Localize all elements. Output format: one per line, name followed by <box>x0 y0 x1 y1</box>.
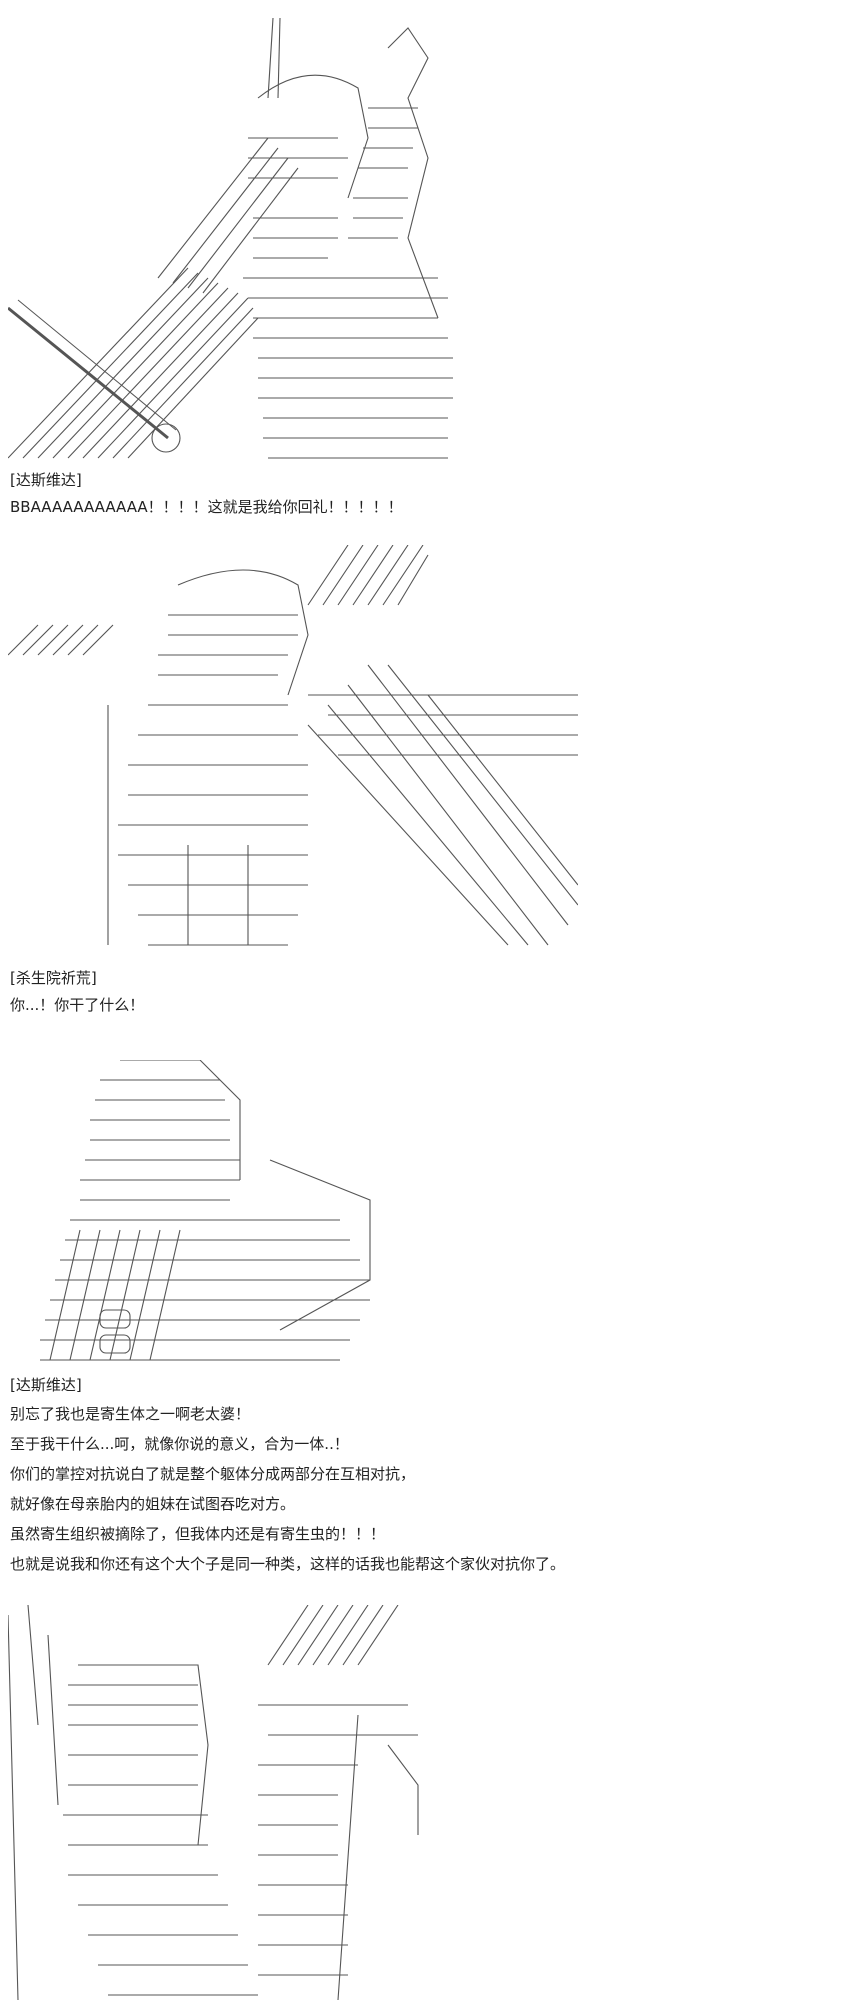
art-left-figure <box>8 1605 258 2000</box>
speaker-label: [达斯维达] <box>10 1376 82 1394</box>
dialogue-line: 虽然寄生组织被摘除了，但我体内还是有寄生虫的！！！ <box>10 1525 386 1543</box>
speaker-label: [杀生院祈荒] <box>10 969 97 987</box>
dialogue-line: BBAAAAAAAAAAA！！！！这就是我给你回礼！！！！！ <box>10 498 403 516</box>
ascii-art-giant-figure <box>8 1605 423 2000</box>
art-figure <box>243 18 453 459</box>
art-right-figure <box>258 1605 419 2000</box>
speaker-label: [达斯维达] <box>10 471 82 489</box>
dialogue-line: 也就是说我和你还有这个大个子是同一种类，这样的话我也能帮这个家伙对抗你了。 <box>10 1555 566 1573</box>
dialogue-line: 至于我干什么...呵，就像你说的意义，合为一体..！ <box>10 1435 349 1453</box>
art-top-hatching <box>8 545 429 656</box>
art-impact-lines <box>307 664 578 946</box>
ascii-art-kiara-struck <box>8 545 578 950</box>
dialogue-line: 你们的掌控对抗说白了就是整个躯体分成两部分在互相对抗， <box>10 1465 416 1483</box>
art-lightsaber <box>8 299 181 453</box>
ascii-art-vader-merge <box>40 1060 380 1365</box>
art-head <box>80 1060 241 1201</box>
dialogue-line: 别忘了我也是寄生体之一啊老太婆！ <box>10 1405 251 1423</box>
dialogue-line: 就好像在母亲胎内的姐妹在试图吞吃对方。 <box>10 1495 296 1513</box>
dialogue-line: 你...！你干了什么！ <box>10 996 145 1014</box>
ascii-art-vader-strike <box>8 18 458 463</box>
art-body <box>40 1159 371 1361</box>
art-figure-center <box>107 569 309 946</box>
art-diagonal-hatching <box>8 137 299 459</box>
